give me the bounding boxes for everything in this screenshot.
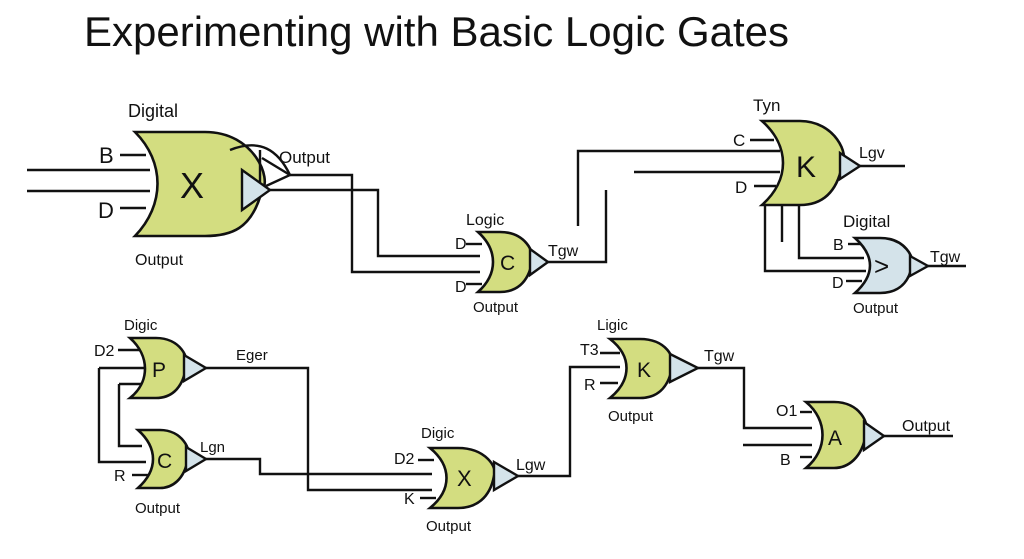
gate-symbol: P bbox=[152, 359, 166, 382]
output-label: Lgw bbox=[516, 457, 546, 474]
wire bbox=[206, 457, 432, 476]
output-label: Tgw bbox=[704, 348, 735, 365]
gate-c-output[interactable] bbox=[134, 428, 209, 490]
gate-label: Output bbox=[853, 300, 899, 317]
input-label: D bbox=[455, 279, 467, 296]
gate-label: Digic bbox=[124, 317, 158, 334]
input-label: D bbox=[98, 198, 114, 223]
output-label: Output bbox=[902, 418, 951, 435]
gate-label: Digital bbox=[128, 101, 178, 121]
gate-symbol: A bbox=[828, 427, 842, 450]
gate-x-digic[interactable] bbox=[426, 446, 521, 510]
wire bbox=[97, 368, 146, 464]
output-label: Eger bbox=[236, 347, 268, 364]
gate-label: Output bbox=[426, 518, 472, 535]
diagram-title: Experimenting with Basic Logic Gates bbox=[84, 8, 789, 55]
gate-k-tyn[interactable] bbox=[758, 119, 863, 207]
gate-label: Digital bbox=[843, 212, 890, 231]
wire bbox=[206, 366, 432, 492]
input-label: T3 bbox=[580, 342, 599, 359]
input-label: D2 bbox=[94, 343, 115, 360]
wire bbox=[763, 205, 866, 273]
gate-symbol: C bbox=[500, 252, 515, 275]
gate-k-ligic[interactable] bbox=[606, 337, 701, 400]
wires bbox=[27, 138, 966, 500]
gate-label: Output bbox=[135, 500, 181, 517]
wire bbox=[576, 149, 780, 226]
gate-symbol: K bbox=[637, 359, 651, 382]
gate-symbol: X bbox=[180, 165, 204, 206]
gate-label: Ligic bbox=[597, 317, 628, 334]
wire bbox=[290, 173, 480, 274]
gate-greater-digital[interactable] bbox=[851, 236, 931, 295]
gate-label: Logic bbox=[466, 212, 504, 229]
input-label: D2 bbox=[394, 451, 415, 468]
gate-symbol: C bbox=[157, 450, 172, 473]
gate-label: Output bbox=[473, 299, 519, 316]
input-label: B bbox=[780, 452, 791, 469]
gate-symbol: K bbox=[796, 151, 816, 184]
wire bbox=[548, 190, 608, 264]
gate-c-logic[interactable] bbox=[474, 230, 551, 294]
labels: Digital X B D Output Output Logic C D D … bbox=[94, 96, 961, 535]
gate-label: Tyn bbox=[753, 96, 780, 115]
input-label: B bbox=[833, 237, 844, 254]
gate-p-digic[interactable] bbox=[126, 336, 209, 400]
wire bbox=[518, 365, 620, 478]
input-label: D bbox=[832, 275, 844, 292]
input-label: R bbox=[114, 468, 126, 485]
output-label: Lgn bbox=[200, 439, 225, 456]
wire bbox=[270, 188, 480, 258]
output-label: Lgv bbox=[859, 145, 885, 162]
gate-symbol: X bbox=[457, 466, 472, 491]
output-label: Tgw bbox=[930, 249, 961, 266]
gate-a-output[interactable] bbox=[802, 400, 887, 470]
input-label: D bbox=[735, 178, 747, 197]
input-label: R bbox=[584, 377, 596, 394]
gate-x-digital[interactable] bbox=[131, 130, 293, 238]
wire bbox=[698, 366, 812, 430]
output-label: Output bbox=[279, 148, 330, 167]
gate-symbol: > bbox=[874, 251, 889, 281]
input-label: K bbox=[404, 491, 415, 508]
input-label: C bbox=[733, 131, 745, 150]
input-label: B bbox=[99, 143, 114, 168]
gate-label: Output bbox=[135, 252, 184, 269]
wire bbox=[797, 205, 864, 260]
gate-label: Output bbox=[608, 408, 654, 425]
input-label: O1 bbox=[776, 403, 797, 420]
input-label: D bbox=[455, 236, 467, 253]
gate-label: Digic bbox=[421, 425, 455, 442]
output-label: Tgw bbox=[548, 243, 579, 260]
wire bbox=[117, 384, 142, 448]
